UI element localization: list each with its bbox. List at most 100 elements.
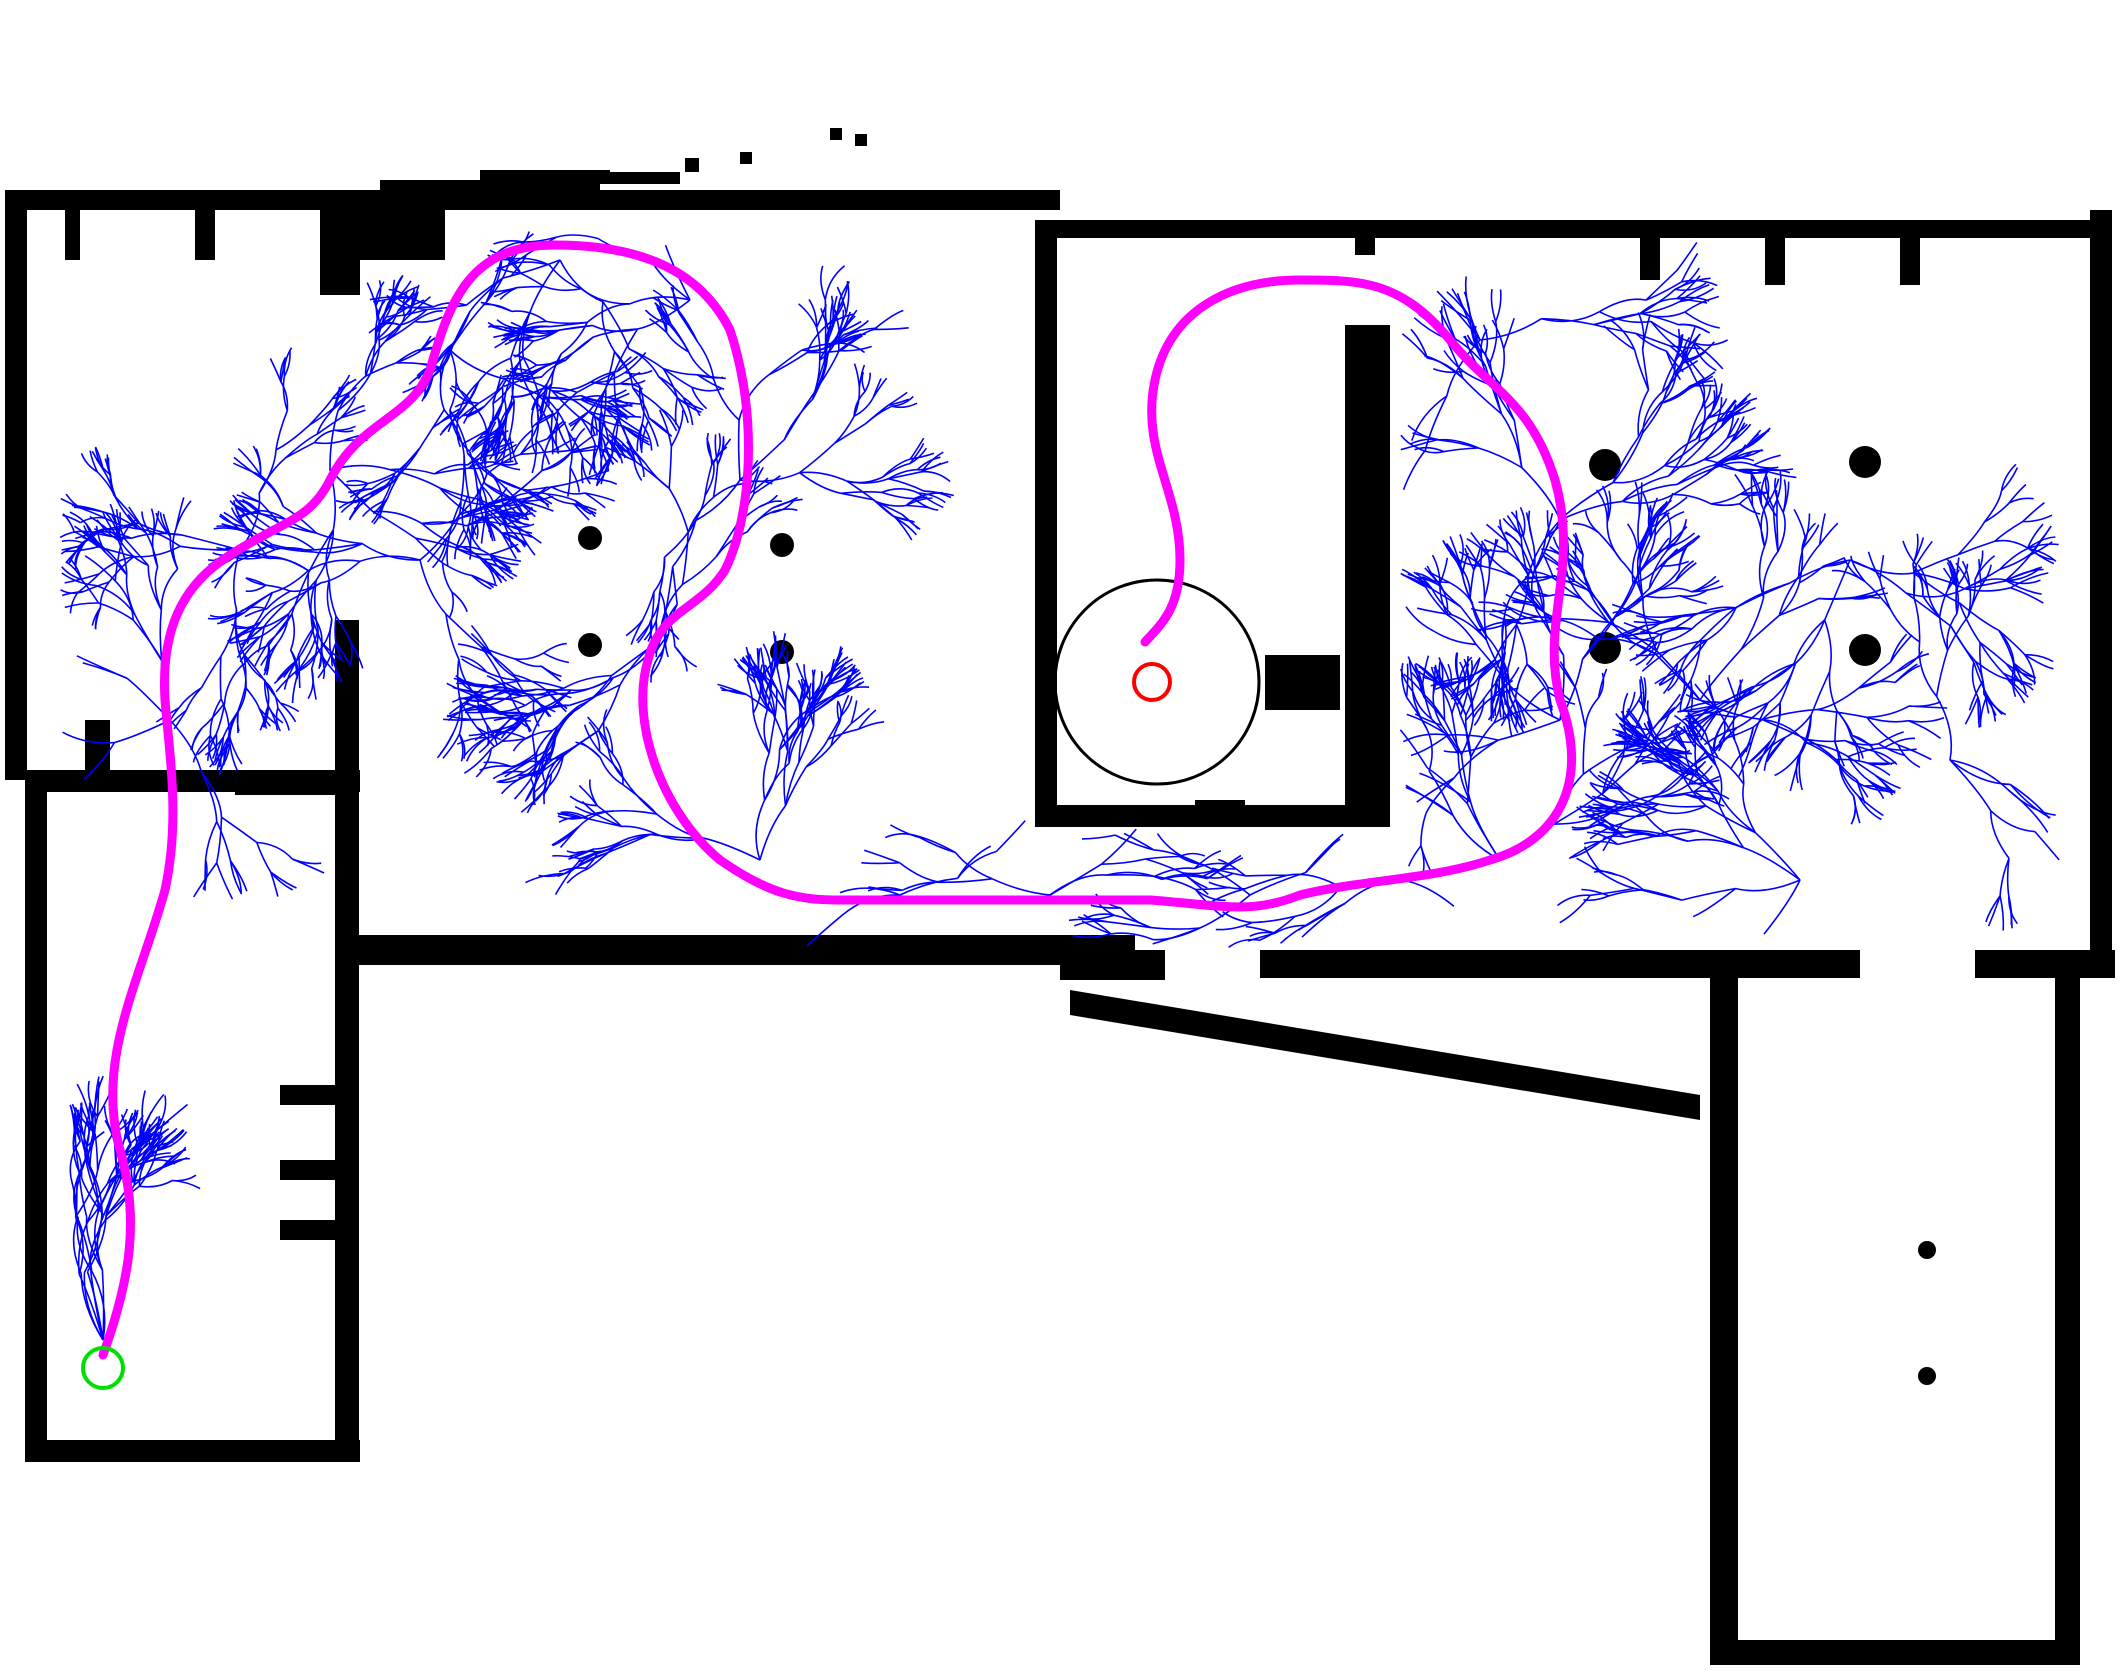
tree-branch xyxy=(344,484,368,486)
wall xyxy=(830,128,842,140)
tree-branch xyxy=(1434,631,1477,644)
tree-branch xyxy=(1753,455,1780,465)
wall xyxy=(280,1220,335,1240)
tree-branch xyxy=(890,825,919,838)
tree-branch xyxy=(571,678,613,691)
tree-branch xyxy=(1764,880,1800,934)
tree-branch xyxy=(786,767,807,806)
tree-branch xyxy=(1482,566,1514,577)
tree-branch xyxy=(1914,597,1920,642)
tree-branch xyxy=(220,656,221,699)
tree-branch xyxy=(1681,640,1701,669)
wall xyxy=(740,152,752,164)
tree-branch xyxy=(1599,533,1621,560)
tree-branch xyxy=(1919,642,1936,697)
tree-branch xyxy=(747,513,770,532)
tree-branch xyxy=(1980,695,1987,727)
tree-branch xyxy=(1153,928,1200,944)
tree-branch xyxy=(1909,718,1945,722)
tree-branch xyxy=(1909,721,1941,739)
pillar xyxy=(578,633,602,657)
tree-branch xyxy=(210,699,221,736)
tree-branch xyxy=(1853,796,1856,822)
tree-branch xyxy=(280,703,298,711)
tree-branch xyxy=(83,663,127,678)
wall xyxy=(480,170,610,184)
tree-branch xyxy=(557,326,593,331)
tree-branch xyxy=(1498,720,1560,740)
tree-branch xyxy=(1157,834,1199,864)
tree-branch xyxy=(1659,804,1706,807)
tree-branch xyxy=(1699,422,1718,449)
tree-branch xyxy=(544,653,569,662)
tree-branch xyxy=(593,326,638,332)
wall xyxy=(1900,225,1920,285)
tree-branch xyxy=(542,452,572,471)
wall xyxy=(1765,225,1785,285)
tree-branch xyxy=(1718,791,1755,833)
tree-branch xyxy=(290,583,321,592)
tree-branch xyxy=(1646,282,1682,300)
tree-branch xyxy=(217,863,233,899)
tree-branch xyxy=(172,1175,196,1181)
tree-branch xyxy=(1665,439,1696,465)
pillar xyxy=(578,526,602,550)
tree-branch xyxy=(316,533,362,544)
wall xyxy=(335,620,359,1460)
wall xyxy=(85,720,110,780)
tree-branch xyxy=(541,666,560,681)
tree-branch xyxy=(1736,703,1768,717)
tree-branch xyxy=(62,540,82,542)
tree-branch xyxy=(1681,671,1685,701)
tree-branch xyxy=(1229,940,1260,948)
tree-branch xyxy=(1421,813,1426,846)
tree-branch xyxy=(865,373,870,392)
tree-branch xyxy=(447,535,449,566)
tree-branch xyxy=(683,557,717,585)
tree-branch xyxy=(407,307,433,308)
tree-branch xyxy=(1693,340,1727,345)
tree-branch xyxy=(1636,333,1670,346)
tree-branch xyxy=(544,644,567,654)
tree-branch xyxy=(1794,509,1806,540)
pillar xyxy=(1849,634,1881,666)
tree-branch xyxy=(900,878,958,895)
tree-branch xyxy=(514,341,533,357)
tree-branch xyxy=(542,437,551,470)
tree-branch xyxy=(1700,650,1741,700)
wall xyxy=(280,1160,335,1180)
tree-branch xyxy=(450,592,453,617)
tree-branch xyxy=(1735,474,1753,506)
tree-branch xyxy=(172,1181,200,1189)
tree-branch xyxy=(546,322,587,324)
tree-branch xyxy=(538,390,539,423)
tree-branch xyxy=(1718,758,1744,784)
tree-branch xyxy=(450,350,456,410)
tree-branch xyxy=(769,350,802,375)
tree-branch xyxy=(329,580,336,617)
tree-branch xyxy=(222,817,257,842)
tree-branch xyxy=(614,811,657,814)
tree-branch xyxy=(1851,736,1859,761)
tree-branch xyxy=(561,826,580,847)
tree-branch xyxy=(1622,494,1673,503)
tree-branch xyxy=(1115,835,1154,850)
tree-branch xyxy=(1424,697,1445,720)
tree-branch xyxy=(679,313,698,342)
tree-branch xyxy=(1716,765,1722,804)
tree-branch xyxy=(1481,568,1485,599)
tree-branch xyxy=(1682,253,1698,281)
tree-branch xyxy=(683,532,689,584)
tree-branch xyxy=(140,1181,173,1187)
wall xyxy=(1035,220,2110,238)
tree-branch xyxy=(1741,598,1764,650)
wall xyxy=(195,200,215,260)
tree-branch xyxy=(1795,620,1824,664)
tree-branch xyxy=(1634,622,1662,623)
tree-branch xyxy=(297,627,314,661)
tree-branch xyxy=(447,716,481,720)
tree-branch xyxy=(835,424,866,444)
wall xyxy=(320,195,360,295)
